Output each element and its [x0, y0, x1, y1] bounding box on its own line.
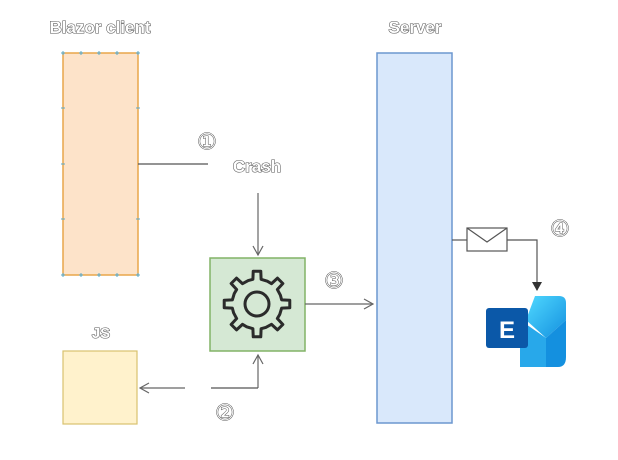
- mail-to-exchange-arrow: [507, 239, 542, 291]
- crash-label: Crash: [233, 157, 281, 176]
- exchange-logo: E: [486, 296, 566, 367]
- gear-icon: [222, 269, 292, 339]
- exchange-logo-letter: E: [499, 317, 515, 344]
- js-box: [62, 350, 138, 425]
- step-3-marker: ③: [324, 269, 344, 294]
- js-title: JS: [92, 325, 110, 342]
- envelope-icon: [466, 227, 508, 252]
- blazor-client-title: Blazor client: [49, 18, 150, 37]
- blazor-client-box: [62, 52, 139, 276]
- server-box: [376, 52, 453, 424]
- step-2-marker: ②: [215, 401, 235, 426]
- step-1-marker: ①: [197, 130, 217, 155]
- step-4-marker: ④: [550, 217, 570, 242]
- server-title: Server: [389, 18, 442, 37]
- blazor-client-selection-handles: [61, 51, 140, 277]
